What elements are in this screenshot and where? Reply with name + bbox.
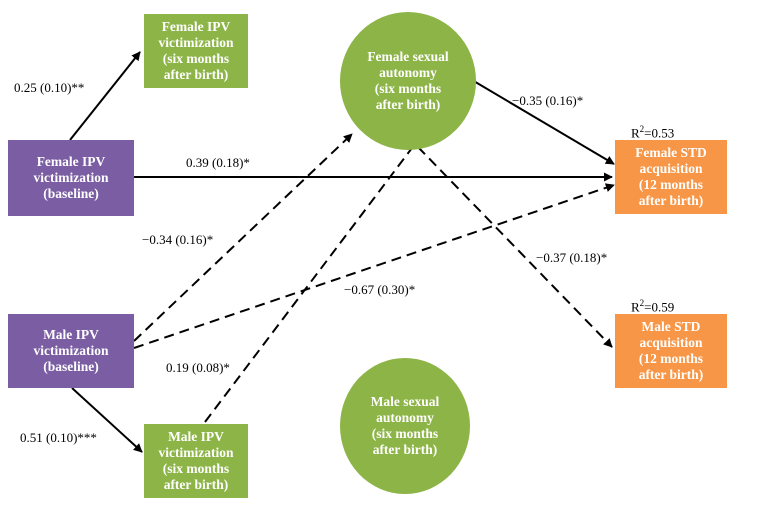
node-female-sexual-autonomy-label: Female sexual autonomy (six months after…	[367, 49, 449, 112]
r2-male-std-value: =0.59	[644, 299, 675, 315]
node-female-ipv-6m-label: Female IPV victimization (six months aft…	[158, 19, 234, 82]
r2-female-std: R2=0.53	[631, 124, 674, 141]
arrow-fipvb-to-fipv6m	[69, 51, 141, 141]
node-male-ipv-baseline: Male IPV victimization (baseline)	[8, 314, 134, 388]
r2-male-std: R2=0.59	[631, 298, 674, 315]
path-label-mipvb-fsa: −0.34 (0.16)*	[142, 232, 214, 247]
path-label-fsa-fstd: −0.35 (0.16)*	[512, 93, 584, 108]
node-male-sexual-autonomy: Male sexual autonomy (six months after b…	[340, 358, 470, 494]
node-female-std: Female STD acquisition (12 months after …	[615, 140, 727, 214]
r2-female-std-value: =0.53	[644, 125, 675, 141]
path-label-mipv6m-fsa: 0.19 (0.08)*	[166, 360, 230, 375]
arrow-fsa-to-fstd	[471, 79, 615, 165]
arrow-mipvb-to-fsa	[133, 133, 353, 342]
arrow-fsa-to-mstd	[417, 146, 613, 348]
arrow-mipvb-to-mipv6m	[71, 387, 143, 453]
r2-male-std-prefix: R	[631, 299, 640, 315]
arrow-mipvb-to-fstd	[133, 183, 615, 349]
path-label-mipvb-mipv6m: 0.51 (0.10)***	[20, 430, 97, 445]
r2-female-std-prefix: R	[631, 125, 640, 141]
path-label-mipvb-fstd: −0.67 (0.30)*	[344, 282, 416, 297]
node-male-std-label: Male STD acquisition (12 months after bi…	[638, 319, 704, 382]
node-female-std-label: Female STD acquisition (12 months after …	[635, 145, 707, 208]
r2-female-std-superscript: 2	[639, 124, 645, 134]
node-male-ipv-6m: Male IPV victimization (six months after…	[144, 424, 248, 498]
node-female-ipv-baseline: Female IPV victimization (baseline)	[8, 140, 134, 216]
arrow-mipv6m-to-fsa	[204, 139, 419, 423]
node-male-ipv-6m-label: Male IPV victimization (six months after…	[158, 429, 234, 492]
node-female-ipv-baseline-label: Female IPV victimization (baseline)	[33, 154, 109, 201]
r2-male-std-superscript: 2	[639, 298, 645, 308]
path-label-fsa-mstd: −0.37 (0.18)*	[536, 250, 608, 265]
node-male-ipv-baseline-label: Male IPV victimization (baseline)	[33, 327, 109, 374]
path-label-fipvb-fipv6m: 0.25 (0.10)**	[14, 80, 85, 95]
node-female-sexual-autonomy: Female sexual autonomy (six months after…	[340, 12, 476, 150]
path-label-fipvb-fstd: 0.39 (0.18)*	[186, 155, 250, 170]
node-female-ipv-6m: Female IPV victimization (six months aft…	[144, 14, 248, 88]
node-male-sexual-autonomy-label: Male sexual autonomy (six months after b…	[370, 394, 440, 457]
node-male-std: Male STD acquisition (12 months after bi…	[615, 314, 727, 388]
